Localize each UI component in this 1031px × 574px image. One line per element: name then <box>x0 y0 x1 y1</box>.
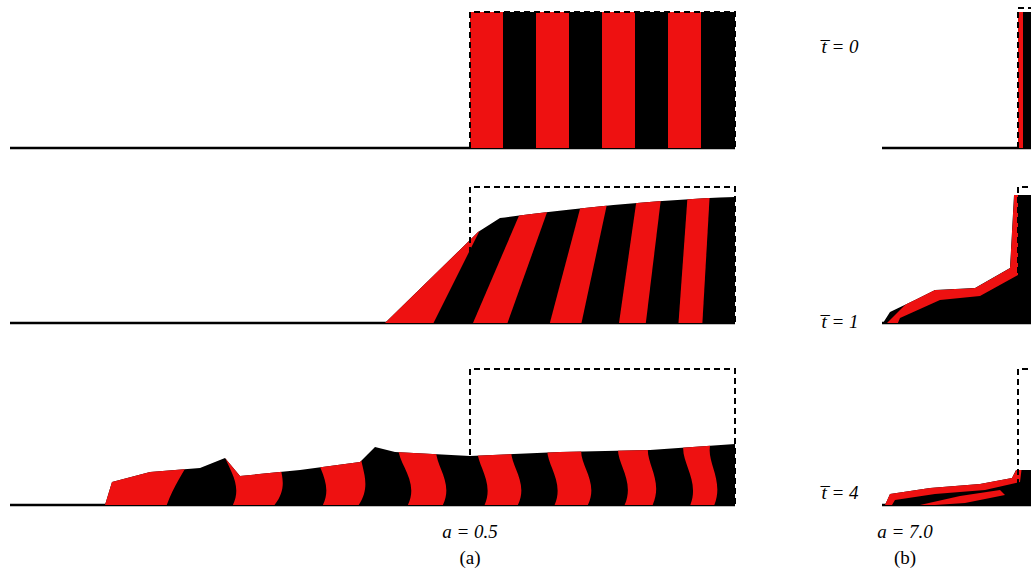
initial-outline <box>470 8 1031 505</box>
deposit-layer <box>880 465 1031 510</box>
tall-column <box>1018 12 1031 148</box>
collapsing-column <box>880 190 1031 330</box>
parameter-label: a = 7.0 <box>877 522 933 543</box>
parameter-label: t̅ = 0 <box>821 37 858 58</box>
parameter-label: a = 0.5 <box>442 522 498 543</box>
collapsing-column <box>380 190 740 330</box>
parameter-label: t̅ = 4 <box>821 483 858 504</box>
parameter-label: t̅ = 1 <box>821 312 858 333</box>
panel-label: (a) <box>459 548 480 569</box>
deposit-layer <box>100 440 740 510</box>
granular-column <box>470 12 735 148</box>
panel-label: (b) <box>894 548 916 569</box>
ground-line <box>10 148 1031 505</box>
